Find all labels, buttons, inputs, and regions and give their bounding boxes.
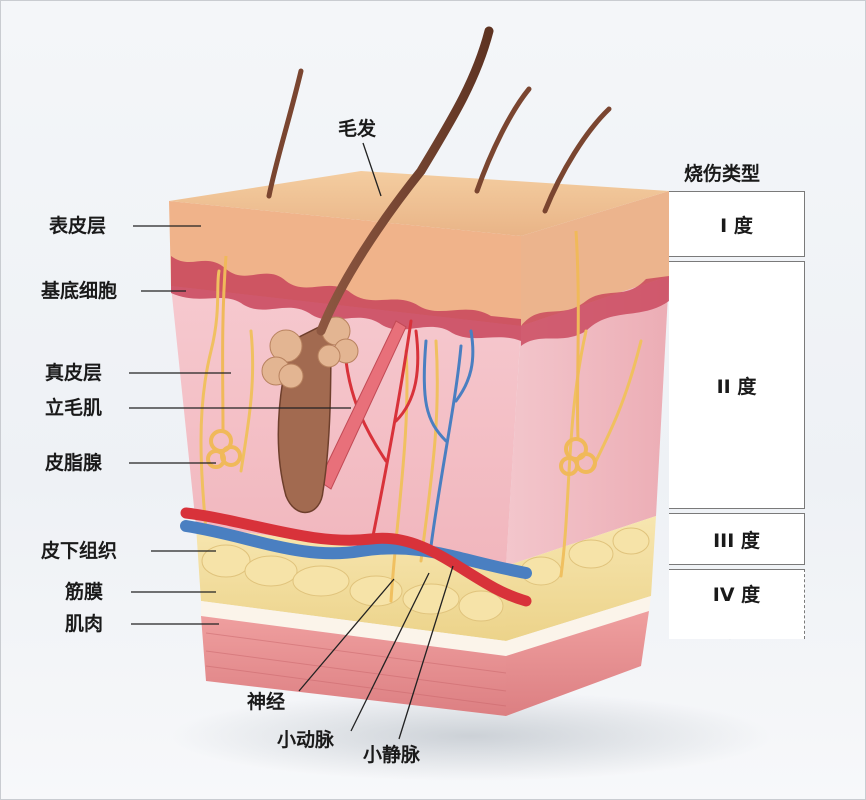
main-vein — [180, 520, 532, 579]
label-hair: 毛发 — [338, 118, 377, 140]
burn-degree-1: I 度 — [669, 191, 805, 257]
arrector-pili-muscle — [318, 320, 407, 490]
burn-types-title: 烧伤类型 — [684, 163, 761, 185]
hair-follicle — [261, 316, 359, 514]
label-nerve: 神经 — [247, 691, 286, 713]
venule-network — [422, 329, 475, 548]
burn-degree-3: III 度 — [669, 513, 805, 565]
main-artery — [180, 507, 532, 607]
label-subcutaneous: 皮下组织 — [41, 540, 118, 562]
fat-lobules — [201, 527, 650, 622]
label-arteriole: 小动脉 — [277, 729, 335, 751]
skin-surface — [169, 171, 669, 236]
sebaceous-gland-cluster — [261, 316, 359, 389]
label-arrector-pili: 立毛肌 — [45, 397, 103, 419]
burn-degree-4: IV 度 — [669, 569, 805, 639]
label-muscle: 肌肉 — [65, 613, 104, 635]
sweat-glands — [206, 230, 597, 476]
hair-shafts — [266, 26, 612, 336]
label-epidermis: 表皮层 — [49, 215, 107, 237]
burn-degree-2: II 度 — [669, 261, 805, 509]
leader-lines — [129, 142, 736, 740]
label-sebaceous-gland: 皮脂腺 — [45, 452, 103, 474]
ground-shadow — [171, 691, 771, 781]
label-fascia: 筋膜 — [65, 581, 104, 603]
label-basal-cells: 基底细胞 — [41, 280, 118, 302]
label-venule: 小静脉 — [363, 744, 421, 766]
label-dermis: 真皮层 — [45, 362, 103, 384]
